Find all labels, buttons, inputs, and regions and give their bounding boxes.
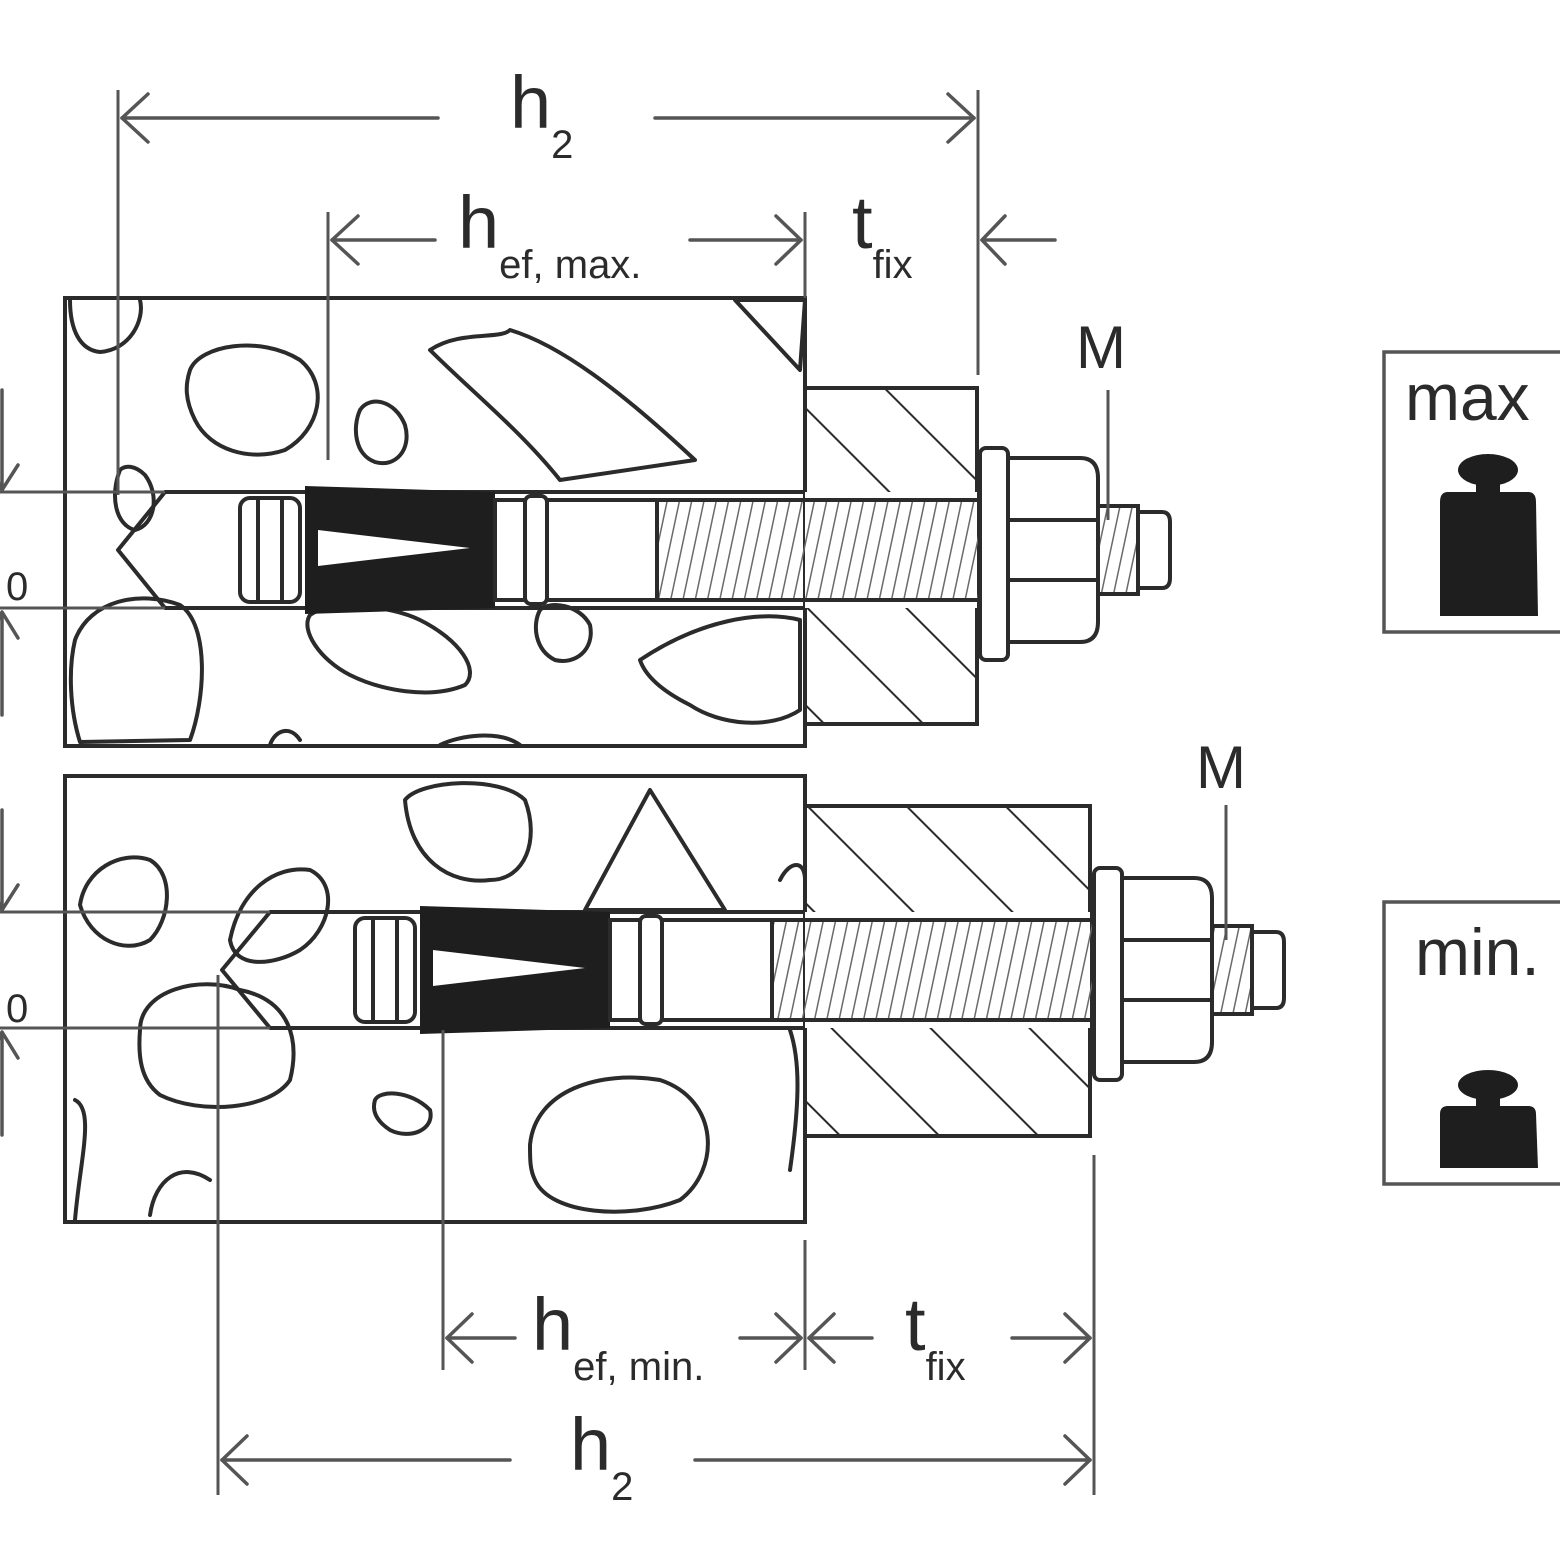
heavy-weight-icon [1440, 454, 1538, 616]
bottom-d0-label: 0 [6, 987, 28, 1031]
top-h2-dimension [116, 90, 980, 495]
bottom-washer [1092, 866, 1124, 1082]
bottom-d0-dimension [0, 808, 270, 1137]
min-load-box: min. [1382, 900, 1560, 1186]
tfix-top-label: tfix [852, 181, 913, 287]
max-load-box: max [1382, 350, 1560, 634]
hef-min-label: hef, min. [532, 1283, 704, 1389]
m-bottom-label: M [1196, 734, 1246, 801]
top-anchor-bolt [238, 446, 1172, 662]
top-installation: 0 h2 hef, max. tfix M [0, 61, 1172, 748]
tfix-bottom-label: tfix [905, 1283, 966, 1389]
bottom-h2-label: h2 [570, 1403, 633, 1509]
bottom-hex-nut [1120, 876, 1214, 1064]
top-d0-dimension [0, 388, 165, 717]
m-top-label: M [1076, 314, 1126, 381]
hef-max-dimension [326, 212, 807, 460]
hef-min-dimension [445, 1312, 803, 1364]
light-weight-icon [1440, 1070, 1538, 1168]
bottom-h2-dimension [220, 1434, 1092, 1486]
tfix-top-dimension [980, 214, 1057, 266]
hef-max-label: hef, max. [458, 181, 641, 287]
top-hex-nut [1006, 456, 1100, 644]
max-box-label: max [1405, 360, 1530, 434]
min-box-label: min. [1415, 915, 1540, 989]
top-h2-label: h2 [510, 61, 573, 167]
tfix-bottom-dimension [807, 1312, 1092, 1364]
top-d0-label: 0 [6, 565, 28, 609]
bottom-anchor-bolt [353, 866, 1286, 1082]
top-washer [978, 446, 1010, 662]
top-threaded-rod [655, 498, 989, 602]
bottom-threaded-rod [770, 918, 1104, 1022]
bottom-installation: 0 M hef, min. tfix h [0, 734, 1286, 1509]
